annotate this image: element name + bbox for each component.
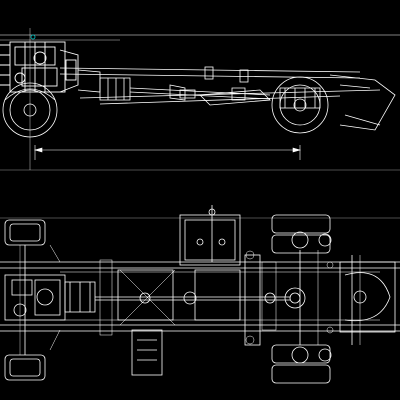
engine-side (0, 41, 79, 93)
plan-details (49, 244, 334, 351)
front-wheel-side (2, 82, 58, 138)
plan-view (0, 205, 400, 384)
cross-member-plan (117, 205, 261, 376)
side-elevation-view (0, 28, 400, 171)
front-tyres-plan (4, 219, 46, 381)
driveshaft-plan (95, 287, 306, 309)
rear-overhang-plan (339, 255, 396, 345)
engine-plan (4, 274, 96, 321)
wheelbase-dimension (33, 145, 302, 160)
rear-tyres-plan (271, 214, 332, 384)
cursor-marker-icon (30, 34, 36, 40)
frame-rail-side (59, 66, 396, 131)
